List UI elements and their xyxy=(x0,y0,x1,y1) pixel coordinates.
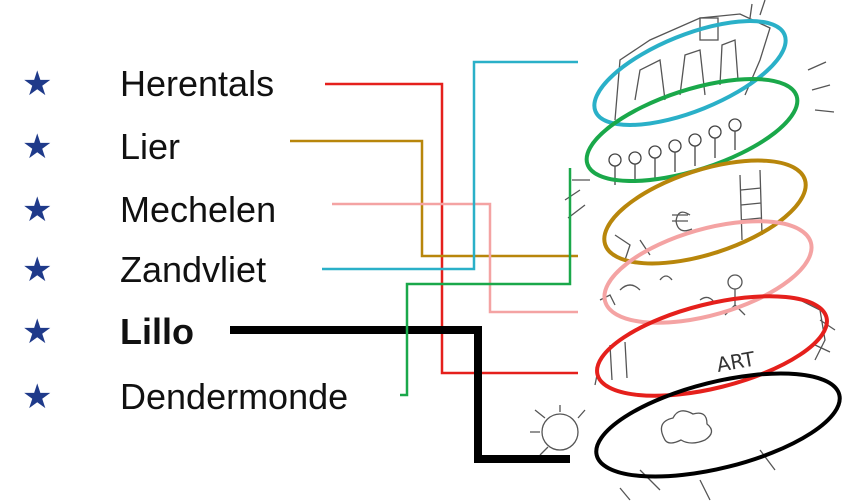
star-icon: ★ xyxy=(22,64,53,104)
ring-zandvliet xyxy=(592,19,788,127)
city-label-lillo: Lillo xyxy=(120,311,194,352)
sketch-illustration xyxy=(530,0,836,501)
city-label-lier: Lier xyxy=(120,126,181,167)
star-icon: ★ xyxy=(22,312,53,352)
star-icon: ★ xyxy=(22,127,53,167)
sketch-text-art: ART xyxy=(715,346,758,376)
connector-zandvliet xyxy=(322,60,578,271)
connector-lier xyxy=(290,139,578,258)
city-label-herentals: Herentals xyxy=(120,63,275,104)
ring-lier xyxy=(602,158,808,266)
city-label-dendermonde: Dendermonde xyxy=(120,376,349,417)
ring-lillo xyxy=(594,371,842,479)
star-icon: ★ xyxy=(22,190,53,230)
star-icon: ★ xyxy=(22,250,53,290)
connector-dendermonde xyxy=(400,168,572,397)
connector-mechelen xyxy=(332,202,578,314)
connector-lillo xyxy=(230,326,570,463)
ring-layers xyxy=(584,19,842,479)
star-icon: ★ xyxy=(22,377,53,417)
city-label-zandvliet: Zandvliet xyxy=(120,249,267,290)
ring-herentals xyxy=(595,294,829,398)
connector-herentals xyxy=(325,82,578,375)
ring-mechelen xyxy=(602,219,814,325)
city-label-mechelen: Mechelen xyxy=(120,189,277,230)
